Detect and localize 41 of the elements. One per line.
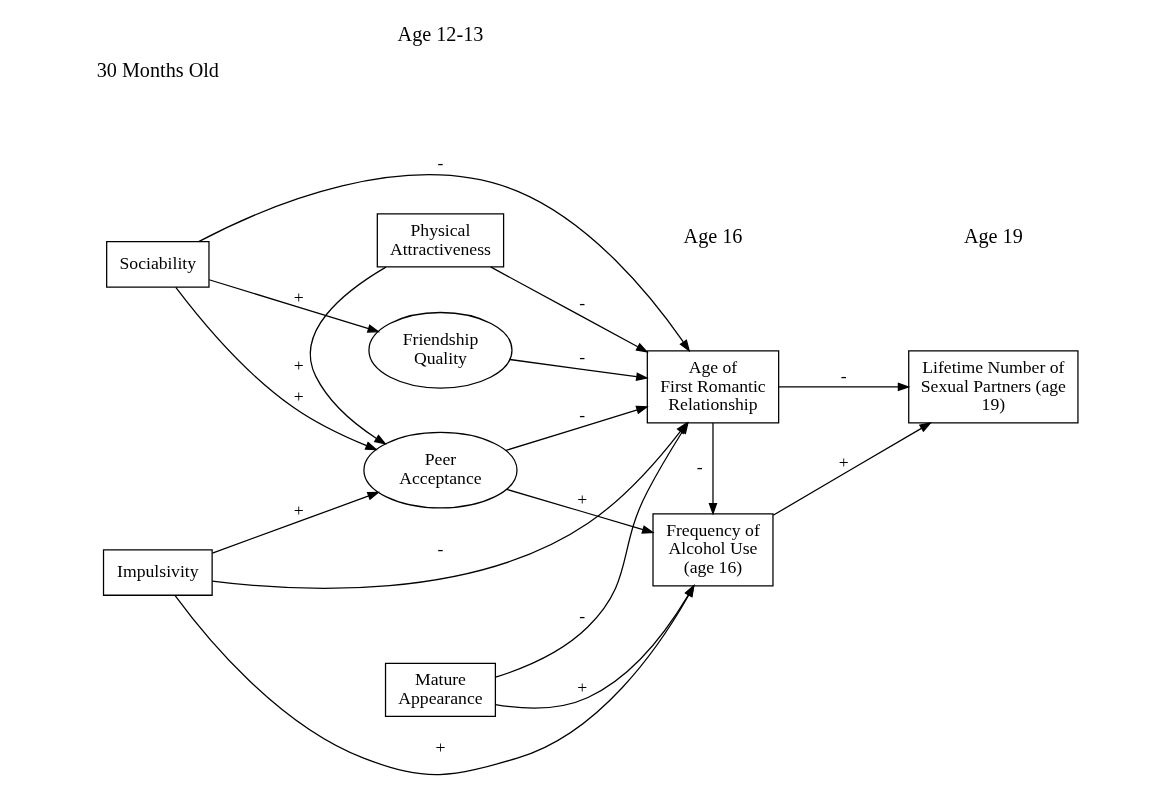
node-box: Lifetime Number of Sexual Partners (age 19) xyxy=(908,350,1079,424)
arrow xyxy=(506,488,655,534)
edge-label: - xyxy=(579,405,586,426)
edge-label: + xyxy=(577,676,588,697)
arrow xyxy=(505,405,649,451)
label: Age 16 xyxy=(683,224,743,247)
edge-label: - xyxy=(437,152,444,173)
node-box: Mature Appearance xyxy=(384,662,496,718)
edge-label: - xyxy=(696,457,703,477)
edge-label: + xyxy=(293,499,304,520)
arrow xyxy=(708,422,718,516)
edge-label: - xyxy=(579,606,586,627)
node-box: Physical Attractiveness xyxy=(376,213,505,268)
node-box: Age of First Romantic Relationship xyxy=(646,350,780,424)
edge-label: + xyxy=(293,355,304,376)
node-box: Sociability xyxy=(106,241,210,288)
edge-label: + xyxy=(435,737,446,758)
edge-label: - xyxy=(579,292,586,313)
node-box: Impulsivity xyxy=(102,549,213,596)
edge-label: - xyxy=(840,366,847,387)
edge-label: + xyxy=(838,451,849,472)
arrow xyxy=(490,266,649,353)
edge-label: + xyxy=(293,286,304,307)
label: Age 19 xyxy=(963,224,1023,247)
label: Age 12-13 xyxy=(397,22,484,45)
arrow xyxy=(211,491,381,554)
edge-label: - xyxy=(579,347,586,368)
arrow xyxy=(208,279,381,333)
arrow xyxy=(778,382,911,392)
arrow xyxy=(309,266,387,445)
edge-label: + xyxy=(577,488,588,509)
arrow xyxy=(509,358,649,382)
edge-label: - xyxy=(437,539,444,560)
edge-label: + xyxy=(293,386,304,407)
label: 30 Months Old xyxy=(96,59,219,82)
arrow xyxy=(198,174,691,353)
arrow xyxy=(494,584,695,709)
arrow xyxy=(174,584,695,776)
arrow xyxy=(175,286,378,451)
node-box: Frequency of Alcohol Use (age 16) xyxy=(652,513,774,587)
arrow xyxy=(772,422,932,516)
